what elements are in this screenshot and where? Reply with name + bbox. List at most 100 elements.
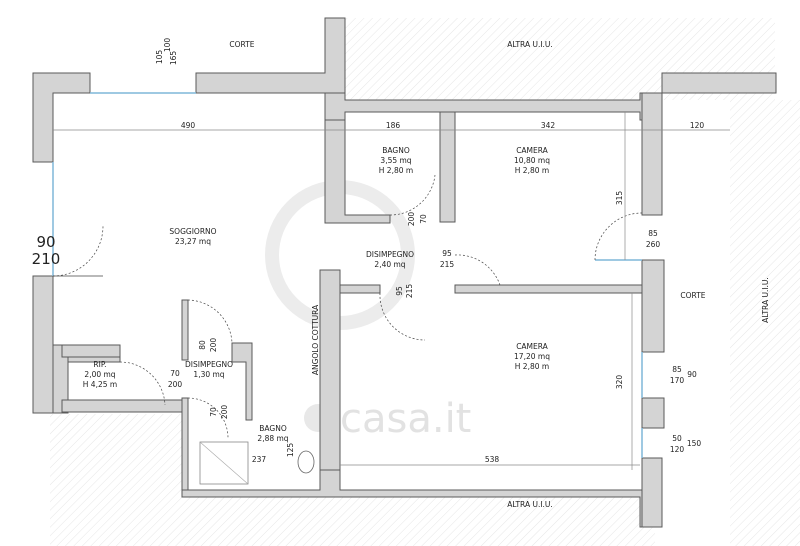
wall-disimpegno-left-upper (181, 299, 189, 361)
dim-big-210: 210 (32, 250, 61, 268)
dim-w170: 170 (670, 376, 685, 385)
wall-right-mid (641, 259, 665, 353)
dim-490: 490 (181, 121, 196, 130)
room-height: H 2,80 m (515, 362, 549, 371)
room-height: H 4,25 m (83, 380, 117, 389)
room-area: 2,88 mq (257, 434, 288, 443)
wall-right-pier (641, 397, 665, 429)
dimension-labels: 490 186 342 120 315 320 538 237 125 105 … (32, 38, 705, 464)
dim-big-90: 90 (36, 233, 55, 251)
watermark: casa.it (265, 180, 471, 442)
area-altra-bottom: ALTRA U.I.U. (507, 500, 553, 509)
dimension-lines (53, 112, 730, 470)
door-corte-arc (594, 212, 643, 261)
windows (52, 92, 643, 458)
neighbor-left-hatch (50, 414, 182, 490)
dim-120: 120 (690, 121, 705, 130)
area-corte-right: CORTE (680, 291, 705, 300)
dim-top-165: 165 (169, 51, 178, 66)
room-disimpegno-2: DISIMPEGNO 1,30 mq (185, 360, 233, 379)
dim-w50: 50 (672, 434, 682, 443)
room-camera-2: CAMERA 17,20 mq H 2,80 m (514, 342, 550, 371)
room-name: BAGNO (259, 424, 287, 433)
room-disimpegno-1: DISIMPEGNO 2,40 mq (366, 250, 414, 269)
neighbor-right-hatch (730, 100, 800, 546)
door-camera2-arc (379, 292, 426, 341)
dim-top-105: 105 (155, 50, 164, 65)
door-rip-arc (119, 361, 166, 406)
wall-right-bottom (641, 457, 663, 528)
dim-320: 320 (615, 375, 624, 390)
room-name: BAGNO (382, 146, 410, 155)
dim-r260: 260 (646, 240, 661, 249)
dim-w85: 85 (672, 365, 682, 374)
room-height: H 2,80 m (515, 166, 549, 175)
area-altra-right: ALTRA U.I.U. (761, 277, 770, 323)
dim-d215a: 215 (440, 260, 455, 269)
dim-d215b: 215 (405, 284, 414, 299)
room-height: H 2,80 m (379, 166, 413, 175)
wall-top-left (32, 72, 91, 163)
dim-315: 315 (615, 191, 624, 206)
room-area: 23,27 mq (175, 237, 211, 246)
room-name: CAMERA (516, 146, 548, 155)
dim-d95b: 95 (395, 286, 404, 296)
area-corte-top: CORTE (229, 40, 254, 49)
dim-186: 186 (386, 121, 401, 130)
dim-r85: 85 (648, 229, 658, 238)
dim-d70b: 70 (170, 369, 180, 378)
room-bagno-2: BAGNO 2,88 mq (257, 424, 288, 443)
area-altra-top: ALTRA U.I.U. (507, 40, 553, 49)
wall-right-upper (641, 92, 663, 216)
dim-125: 125 (286, 443, 295, 458)
dim-237: 237 (252, 455, 267, 464)
dim-d200a: 200 (407, 212, 416, 227)
room-soggiorno: SOGGIORNO 23,27 mq (169, 227, 216, 246)
door-disimpegno-arc (187, 299, 233, 344)
wall-bagno-right (439, 111, 456, 223)
dim-top-100: 100 (163, 38, 172, 53)
dim-w90: 90 (687, 370, 697, 379)
room-area: 2,00 mq (84, 370, 115, 379)
room-name: SOGGIORNO (169, 227, 216, 236)
door-entry-arc (52, 225, 104, 277)
dim-d70a: 70 (419, 214, 428, 224)
area-angolo-cottura: ANGOLO COTTURA (311, 304, 320, 375)
dim-d200b: 200 (209, 338, 218, 353)
walls (32, 17, 777, 528)
room-name: CAMERA (516, 342, 548, 351)
watermark-text: casa.it (340, 396, 471, 442)
doors (52, 174, 643, 439)
wall-rip-top (61, 344, 121, 358)
wall-camera-top-right (454, 284, 643, 294)
wall-center-lower (319, 269, 341, 471)
dim-342: 342 (541, 121, 556, 130)
dim-d200c: 200 (168, 380, 183, 389)
dim-d200d: 200 (220, 405, 229, 420)
dim-d95a: 95 (442, 249, 452, 258)
dim-w120b: 120 (670, 445, 685, 454)
room-area: 2,40 mq (374, 260, 405, 269)
room-name: DISIMPEGNO (185, 360, 233, 369)
shower-diagonal (199, 441, 249, 485)
dim-d70c: 70 (209, 407, 218, 417)
room-area: 1,30 mq (193, 370, 224, 379)
room-name: RIP. (93, 360, 106, 369)
dim-d80: 80 (198, 340, 207, 350)
room-area: 3,55 mq (380, 156, 411, 165)
room-area: 10,80 mq (514, 156, 550, 165)
wall-disimpegno-left-lower (181, 397, 189, 491)
wall-top-middle (195, 17, 346, 94)
room-area: 17,20 mq (514, 352, 550, 361)
door-camera-arc (454, 254, 501, 286)
toilet-icon (297, 450, 315, 474)
wall-disimpegno-right (231, 342, 253, 421)
neighbor-bottom-hatch (50, 490, 655, 546)
dim-538: 538 (485, 455, 500, 464)
wall-rip-bottom (61, 399, 183, 413)
wall-rip-left (52, 344, 69, 414)
room-name: DISIMPEGNO (366, 250, 414, 259)
room-ripostiglio: RIP. 2,00 mq H 4,25 m (83, 360, 117, 389)
room-camera-1: CAMERA 10,80 mq H 2,80 m (514, 146, 550, 175)
